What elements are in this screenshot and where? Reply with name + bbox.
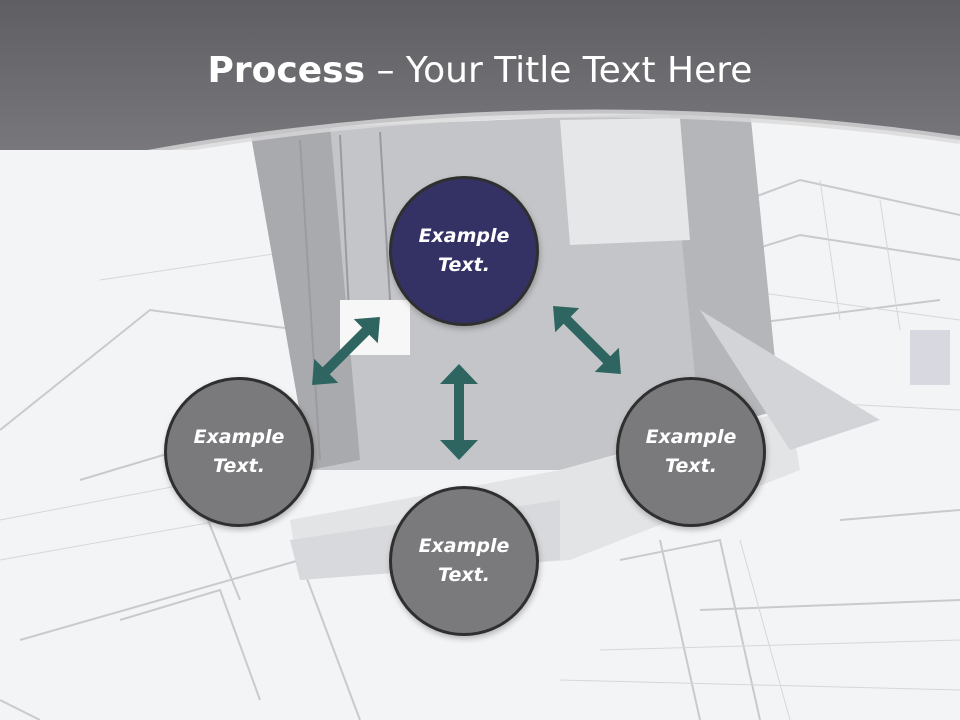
title-bold: Process [207, 50, 366, 91]
node-left-line2: Text. [213, 455, 265, 477]
node-top-line2: Text. [438, 254, 490, 276]
node-left-line1: Example [193, 426, 285, 448]
node-right-line1: Example [645, 426, 737, 448]
node-top-line1: Example [418, 225, 510, 247]
node-bottom-line2: Text. [438, 564, 490, 586]
node-right-line2: Text. [665, 455, 717, 477]
page-title: Process – Your Title Text Here [0, 50, 960, 91]
header-band [0, 0, 960, 150]
title-rest: – Your Title Text Here [365, 50, 753, 91]
node-bottom-line1: Example [418, 535, 510, 557]
